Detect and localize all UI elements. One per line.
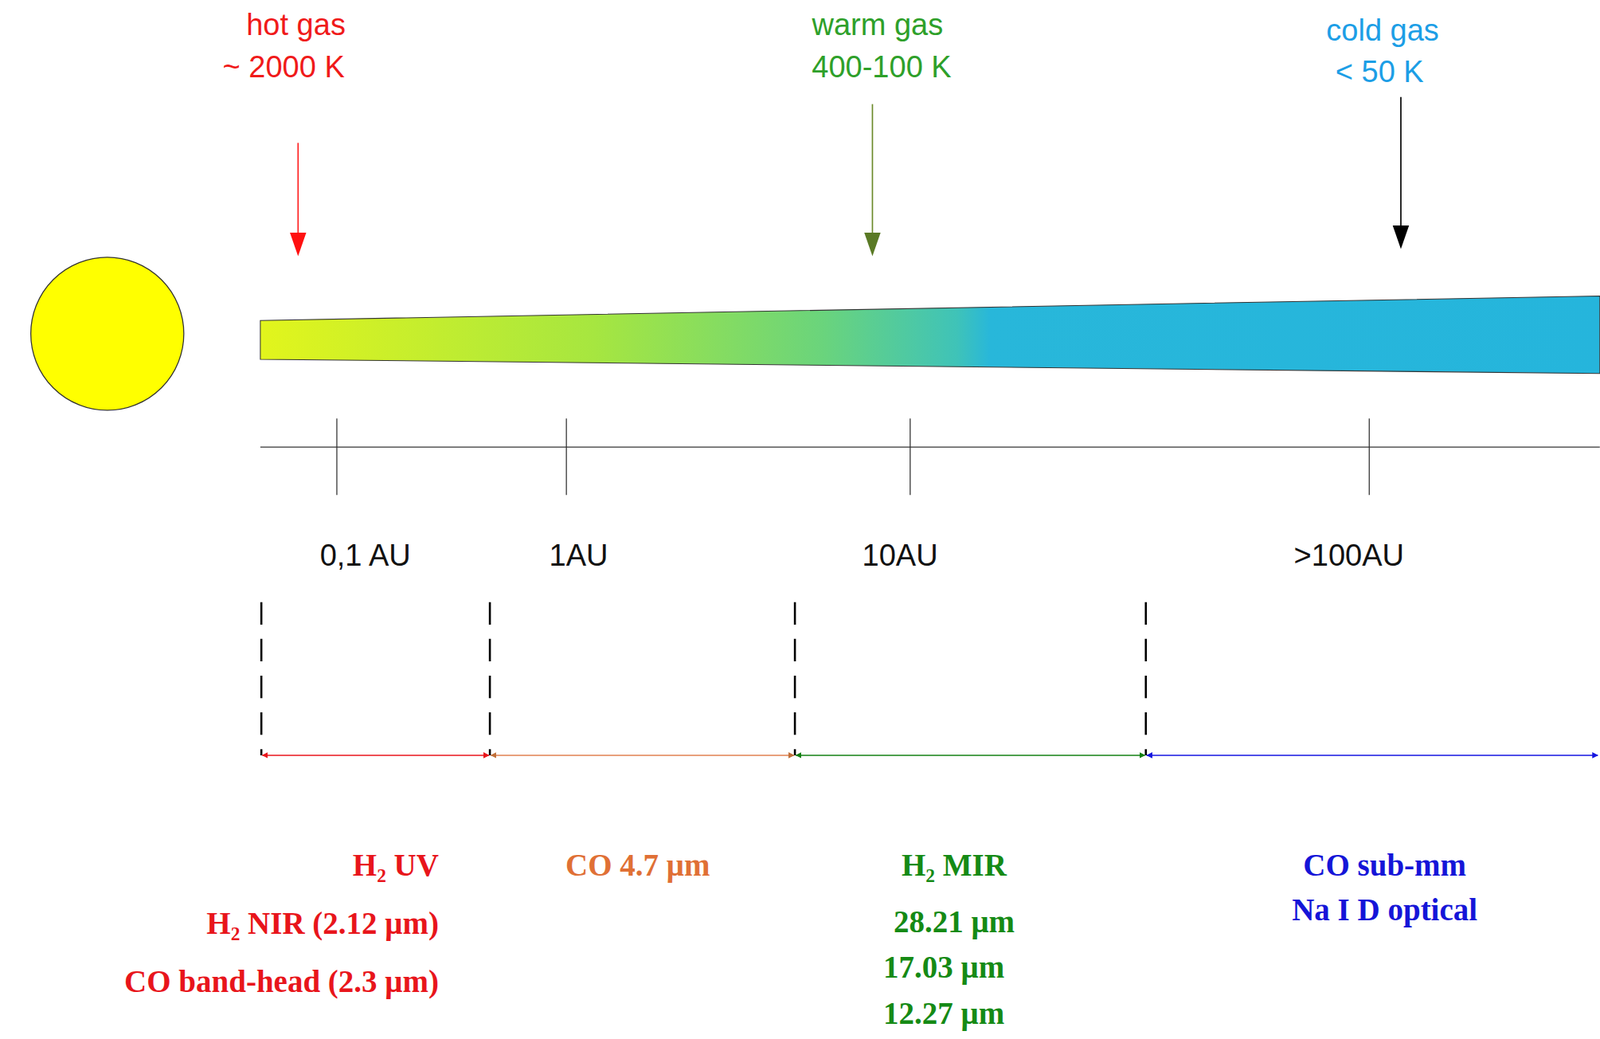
temperature-label: cold gas [1326, 14, 1440, 48]
range-arrows [262, 754, 1598, 756]
region-dividers [261, 602, 1147, 756]
tracer-label: H₂ MIR [901, 848, 1007, 883]
axis-label: >100AU [1294, 539, 1405, 573]
temperature-label: ~ 2000 K [222, 50, 345, 85]
gas-pointers [289, 97, 1409, 257]
axis-label: 10AU [862, 539, 939, 573]
tracer-label: CO sub-mm [1302, 848, 1467, 883]
tracer-label: CO band-head (2.3 μm) [124, 964, 439, 999]
star [31, 257, 184, 411]
temperature-label: 400-100 K [811, 50, 951, 85]
axis-label: 1AU [549, 539, 609, 573]
distance-axis [260, 418, 1600, 495]
tracer-label: 28.21 μm [893, 904, 1015, 939]
tracer-label: H₂ UV [352, 848, 439, 883]
tracer-label: CO 4.7 μm [565, 848, 710, 883]
axis-label: 0,1 AU [320, 539, 411, 573]
tracer-label: Na I D optical [1291, 892, 1478, 928]
temperature-label: hot gas [246, 8, 346, 43]
tracer-label: 17.03 μm [883, 950, 1005, 985]
disk-wedge [260, 295, 1600, 373]
tracer-label: H₂ NIR (2.12 μm) [206, 906, 439, 941]
tracer-label: 12.27 μm [883, 996, 1005, 1031]
temperature-label: < 50 K [1335, 55, 1424, 90]
temperature-label: warm gas [812, 8, 944, 43]
